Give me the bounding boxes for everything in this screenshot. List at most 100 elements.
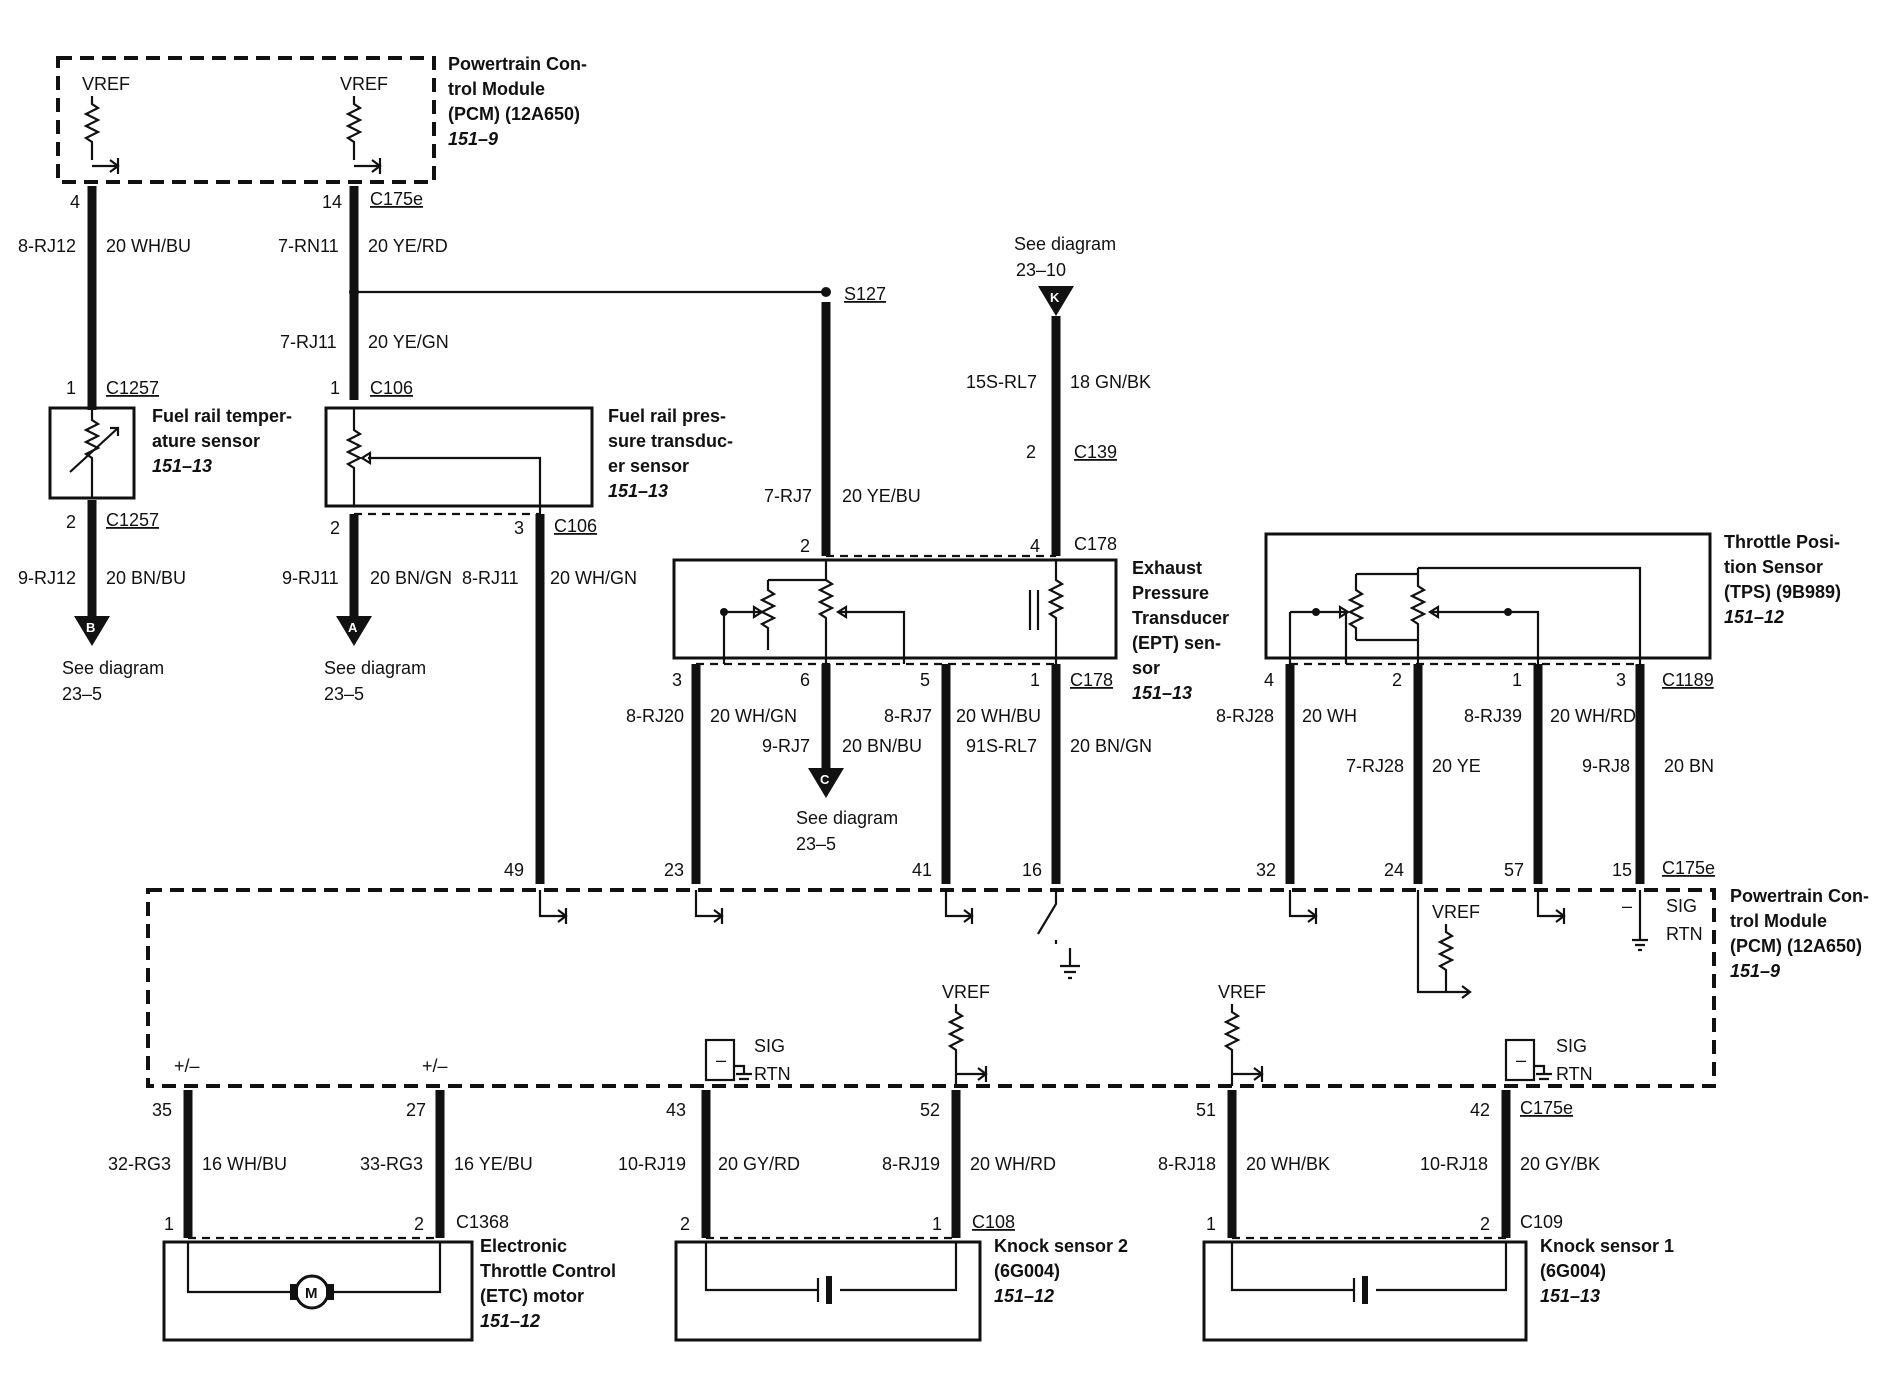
pin-label: 1 [330,378,340,398]
fuel-rail-temp-sensor: 1 C1257 Fuel rail temper- ature sensor 1… [48,378,292,532]
ground-icon [1632,890,1648,952]
pin-label: 24 [1384,860,1404,880]
minus-label: – [716,1050,726,1070]
arrow-down-icon [74,616,110,646]
ept-title-1: Exhaust [1132,558,1202,578]
gauge-label: 20 YE/BU [842,486,921,506]
circuit-label: 8-RJ18 [1158,1154,1216,1174]
gauge-label: 20 WH/BK [1246,1154,1330,1174]
circuit-label: 8-RJ12 [18,236,76,256]
switch-icon [694,890,724,924]
pin-label: 3 [514,518,524,538]
gauge-label: 20 BN/GN [370,568,452,588]
connector-c139: C139 [1074,442,1117,462]
pin-label: 4 [1264,670,1274,690]
circuit-label: 8-RJ39 [1464,706,1522,726]
sig-rtn-box [1504,1038,1536,1082]
vref-label: VREF [942,982,990,1002]
minus-label: – [1622,896,1632,916]
resistor-icon [1047,560,1065,664]
rtn-label: RTN [754,1064,791,1084]
vref-label: VREF [1218,982,1266,1002]
pin-label: 3 [672,670,682,690]
pin-label: 2 [680,1214,690,1234]
gauge-label: 20 BN/BU [842,736,922,756]
connector-c175e-mid: C175e [1662,858,1715,878]
sig-label: SIG [1556,1036,1587,1056]
motor-box [162,1240,474,1342]
ref-letter: B [86,620,95,635]
etc-ref: 151–12 [480,1311,540,1331]
circuit-label: 8-RJ20 [626,706,684,726]
pcm-top-module: VREF VREF Powertrain Con- trol Module (P… [56,54,587,184]
circuit-label: 8-RJ28 [1216,706,1274,726]
resistor-icon [345,96,363,160]
fuel-rail-pressure-sensor: 1 C106 Fuel rail pres- sure transduc- er… [324,378,733,538]
pm-label: +/– [422,1056,448,1076]
connector-c1189: C1189 [1662,670,1714,690]
gauge-label: 20 YE [1432,756,1481,776]
pin-label: 6 [800,670,810,690]
splice-dot [349,287,359,297]
sensor-box [674,1240,982,1342]
ref-arrow-c: C See diagram 23–5 [796,768,898,854]
connector-c1257: C1257 [106,510,159,530]
gauge-label: 16 YE/BU [454,1154,533,1174]
connector-c108: C108 [972,1212,1015,1232]
gauge-label: 16 WH/BU [202,1154,287,1174]
pin-label: 43 [666,1100,686,1120]
pin-label: 2 [66,512,76,532]
circuit-label: 32-RG3 [108,1154,171,1174]
resistor-icon [947,1004,988,1086]
ref-arrow-a: A See diagram 23–5 [324,616,426,704]
circuit-label: 9-RJ12 [18,568,76,588]
potentiometer-icon [817,560,835,664]
switch-icon [1288,890,1318,924]
resistor-icon [83,96,101,160]
minus-label: – [1516,1050,1526,1070]
arrow-down-icon [336,616,372,646]
connector-c1368: C1368 [456,1212,509,1232]
circuit-label: 33-RG3 [360,1154,423,1174]
fuel-rail-pres-ref: 151–13 [608,481,668,501]
etc-motor: 1 2 C1368 M Electronic Throttle Control … [162,1212,616,1342]
switch-icon [944,890,974,924]
resistor-icon [1347,574,1365,640]
knock-sensor-1: 1 2 C109 Knock sensor 1 (6G004) 151–13 [1202,1212,1674,1342]
pin-label: 1 [164,1214,174,1234]
etc-title-1: Electronic [480,1236,567,1256]
switch-icon [92,158,120,174]
knock1-ref: 151–13 [1540,1286,1600,1306]
motor-brush [290,1284,298,1300]
capacitor-icon [1028,590,1040,630]
knock1-title-1: Knock sensor 1 [1540,1236,1674,1256]
fuel-rail-temp-ref: 151–13 [152,456,212,476]
piezo-icon [1230,1242,1508,1304]
fuel-rail-pres-title-1: Fuel rail pres- [608,406,726,426]
connector-c109: C109 [1520,1212,1563,1232]
pin-label: 15 [1612,860,1632,880]
circuit-label: 10-RJ18 [1420,1154,1488,1174]
pin-label: 49 [504,860,524,880]
sensor-box [1264,532,1712,660]
connector-c1257: C1257 [106,378,159,398]
pcm-top-box [56,56,436,184]
motor-letter: M [305,1285,318,1302]
pin-label: 14 [322,192,342,212]
circuit-label: 91S-RL7 [966,736,1037,756]
pin-label: 1 [932,1214,942,1234]
wiper-line [724,605,906,664]
pin-label: 27 [406,1100,426,1120]
gauge-label: 20 WH/RD [1550,706,1636,726]
pcm-top-ref: 151–9 [448,129,498,149]
pcm-top-title-2: trol Module [448,79,545,99]
potentiometer-icon [345,408,363,506]
fuel-rail-temp-title-1: Fuel rail temper- [152,406,292,426]
knock-sensor-2: 2 1 C108 Knock sensor 2 (6G004) 151–12 [674,1212,1128,1342]
vref-label: VREF [1432,902,1480,922]
node-dot [1504,608,1512,616]
pin-label: 2 [1026,442,1036,462]
ref-text-2: 23–5 [324,684,364,704]
pin-label: 1 [1512,670,1522,690]
